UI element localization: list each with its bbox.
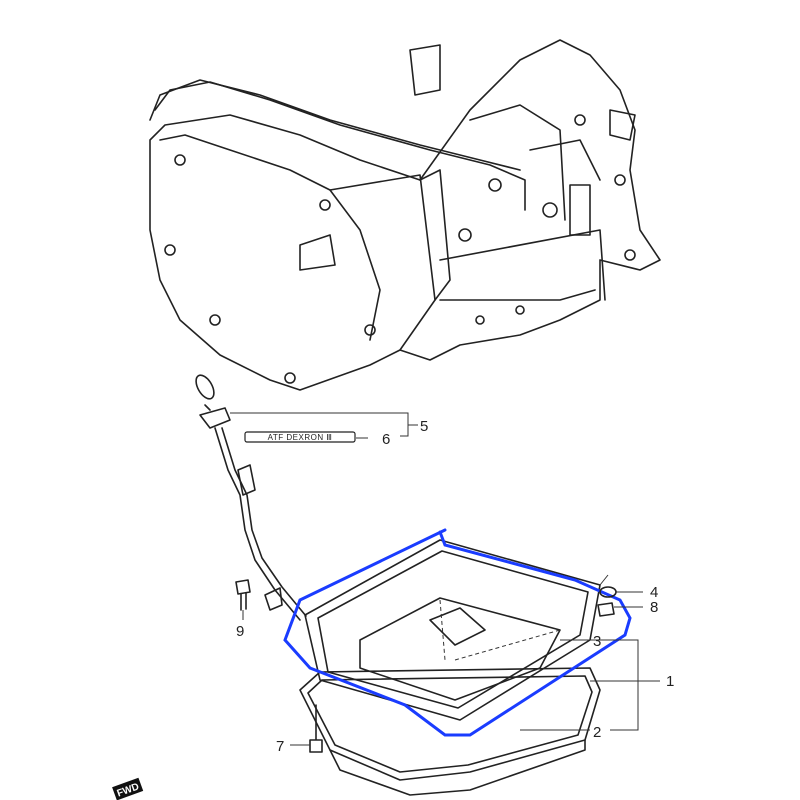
callout-8: 8: [650, 599, 658, 616]
atf-tag: ATF DEXRON Ⅲ: [244, 431, 356, 443]
oil-pan-gasket: [304, 539, 601, 721]
callout-6: 6: [382, 431, 390, 448]
atf-tag-label: ATF DEXRON Ⅲ: [268, 433, 333, 442]
callout-2: 2: [593, 724, 601, 741]
bolt-7: [309, 704, 323, 753]
bolt-8: [597, 602, 615, 617]
callout-4: 4: [650, 584, 658, 601]
callout-5: 5: [420, 418, 428, 435]
callout-7: 7: [276, 738, 284, 755]
leader-lines: [230, 412, 660, 746]
fwd-badge-label: FWD: [116, 781, 141, 799]
callout-1: 1: [666, 673, 674, 690]
callout-9: 9: [236, 623, 244, 640]
fwd-badge: FWD: [112, 777, 144, 800]
oil-pan: [299, 667, 601, 796]
callout-3: 3: [593, 633, 601, 650]
dipstick: [195, 374, 307, 621]
highlight-circle: [283, 528, 632, 737]
transmission-assembly: [149, 39, 661, 391]
bolt-9: [235, 579, 251, 611]
